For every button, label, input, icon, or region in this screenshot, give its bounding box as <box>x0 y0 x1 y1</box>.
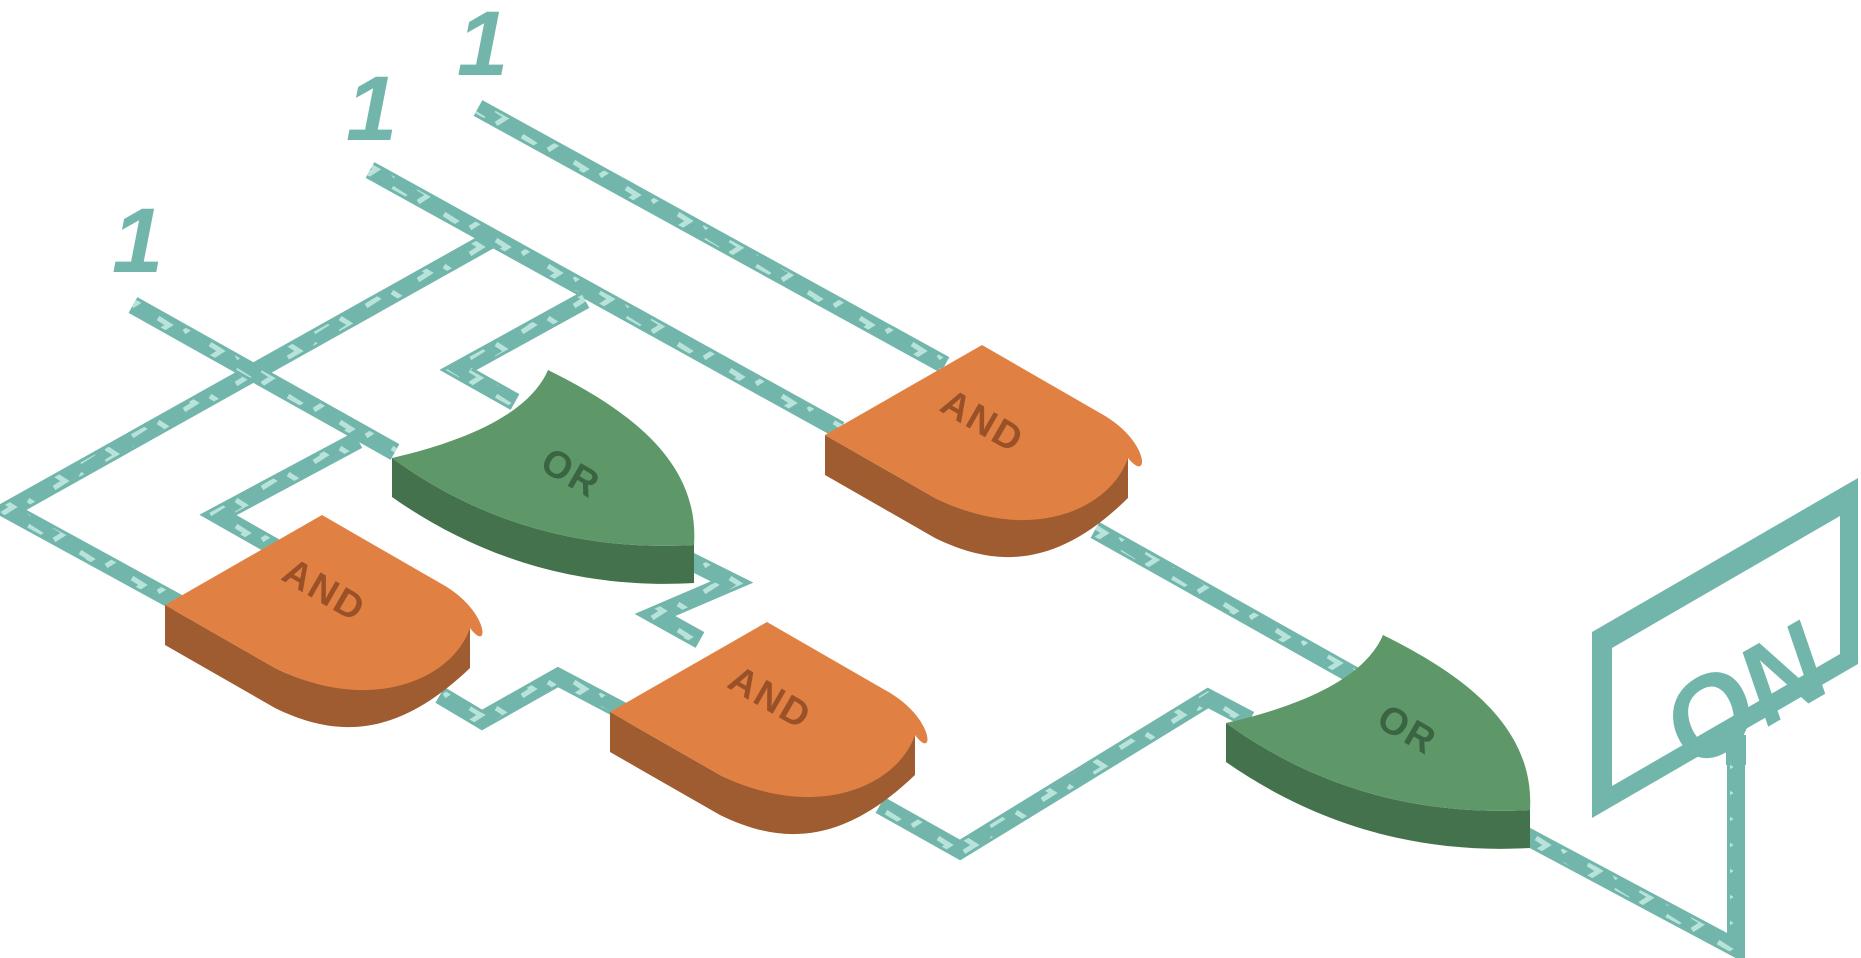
wire-chevrons <box>641 551 747 646</box>
or-gate-final-side <box>1226 723 1530 849</box>
wire-chevrons <box>475 102 948 371</box>
or-gate-top-side <box>392 458 694 584</box>
output-sign-post <box>1726 735 1746 765</box>
wire-chevrons <box>1092 524 1365 686</box>
wire-chevrons <box>367 164 843 436</box>
output-sign-inner <box>1612 516 1840 786</box>
wires <box>0 100 1745 958</box>
wire-and-middle-to-or-final <box>875 687 1255 861</box>
wire-chevrons <box>1512 735 1742 958</box>
and-gate-top-right-face <box>825 345 1143 521</box>
output-sign: ON <box>1592 478 1858 818</box>
and-gate-middle: AND <box>610 622 928 835</box>
wire-edge <box>875 687 1255 861</box>
or-gate-final: OR <box>1226 635 1531 849</box>
and-gate-top-right: AND <box>825 345 1143 558</box>
wire-chevrons <box>130 299 398 458</box>
wire-chevrons <box>205 434 361 559</box>
wire-and-left-to-and-middle <box>435 666 635 731</box>
and-gate-left-face <box>165 515 483 691</box>
and-gate-middle-face <box>610 622 928 798</box>
wire-chevrons <box>0 234 493 609</box>
wire-and-top-to-or-final <box>1090 522 1367 688</box>
and-gate-left: AND <box>165 515 483 728</box>
wire-or-final-to-output <box>1510 735 1745 958</box>
wire-chevrons <box>436 670 633 727</box>
wire-chevrons <box>445 294 588 408</box>
wire-input-b-to-and-left <box>0 232 495 611</box>
or-gate-final-face <box>1226 635 1531 811</box>
wire-input-a <box>128 297 400 460</box>
input-label-c: 1 <box>457 0 508 95</box>
wire-input-b <box>365 162 845 438</box>
wire-input-c-to-and-top <box>473 100 950 373</box>
and-gate-left-side <box>165 605 470 728</box>
wire-chevrons <box>877 691 1253 857</box>
wire-input-b-to-or-top <box>439 292 590 410</box>
input-label-a: 1 <box>112 190 163 292</box>
and-gate-middle-side <box>610 712 915 835</box>
and-gate-top-right-side <box>825 435 1128 558</box>
or-gate-top: OR <box>392 370 695 584</box>
inputs: 1 1 1 <box>112 0 508 292</box>
or-gate-top-face <box>392 370 695 546</box>
wire-or-top-to-and-middle <box>634 548 754 648</box>
input-label-b: 1 <box>346 58 397 160</box>
wire-input-a-to-and-left <box>199 432 363 561</box>
